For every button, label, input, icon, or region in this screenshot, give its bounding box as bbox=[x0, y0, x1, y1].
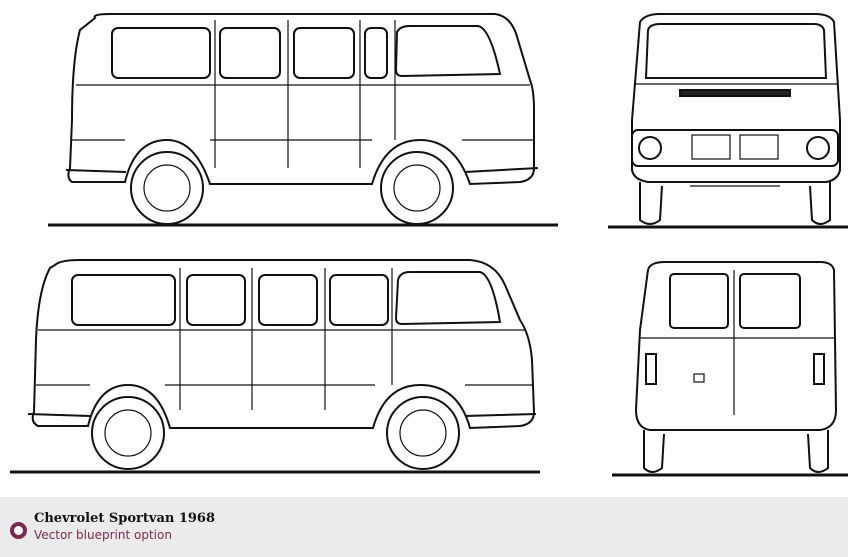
circle-bullet-icon bbox=[10, 522, 27, 539]
caption-subtitle[interactable]: Vector blueprint option bbox=[34, 528, 172, 542]
side-view-right bbox=[48, 13, 558, 227]
van-blueprint-drawing bbox=[10, 13, 848, 477]
caption-bar bbox=[0, 497, 848, 557]
front-view bbox=[608, 13, 848, 229]
rear-view bbox=[612, 261, 848, 477]
caption-title: Chevrolet Sportvan 1968 bbox=[34, 511, 216, 526]
side-view-left bbox=[10, 259, 540, 474]
